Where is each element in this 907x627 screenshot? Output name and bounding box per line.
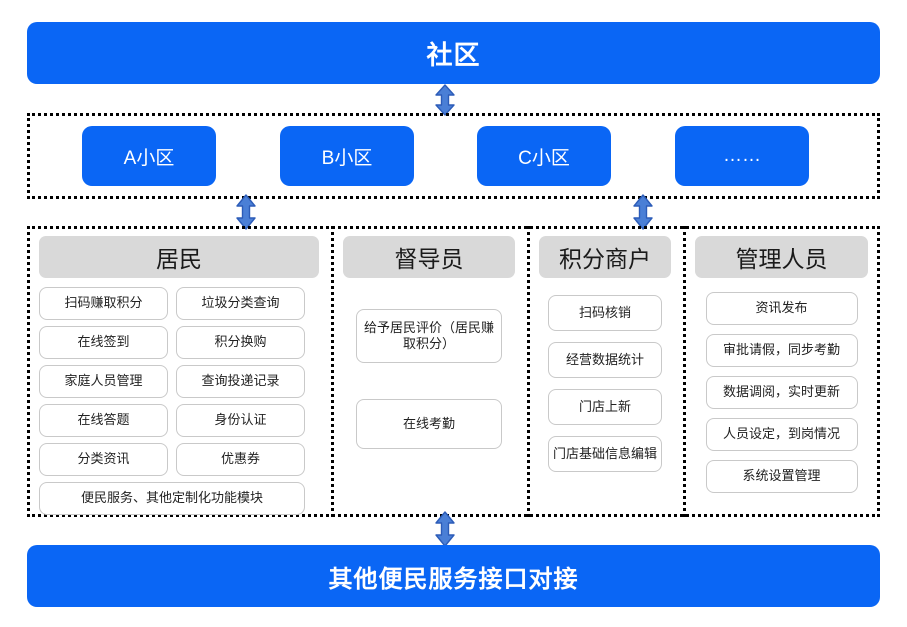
column-divider-3 bbox=[683, 226, 686, 517]
role-column-residents: 居民 扫码赚取积分 垃圾分类查询 在线签到 积分换购 家庭人员管理 查询投递记录… bbox=[27, 226, 331, 517]
role-item-label: 门店上新 bbox=[578, 398, 631, 414]
community-title-bar: 社区 bbox=[27, 22, 880, 84]
role-items-admin: 资讯发布 审批请假，同步考勤 数据调阅，实时更新 人员设定，到岗情况 系统设置管… bbox=[695, 287, 868, 502]
role-item-label: 给予居民评价（居民赚取积分） bbox=[363, 319, 494, 351]
role-item[interactable]: 扫码核销 bbox=[548, 295, 662, 331]
estate-chip-b[interactable]: B小区 bbox=[280, 126, 414, 186]
community-title-label: 社区 bbox=[426, 39, 481, 70]
role-item[interactable]: 数据调阅，实时更新 bbox=[705, 376, 858, 409]
role-item[interactable]: 系统设置管理 bbox=[705, 460, 858, 493]
role-item-label: 门店基础信息编辑 bbox=[553, 445, 658, 461]
role-item-label: 在线签到 bbox=[77, 334, 130, 350]
role-item[interactable]: 门店上新 bbox=[548, 389, 662, 425]
estate-chip-b-label: B小区 bbox=[321, 147, 373, 169]
role-item-label: 在线答题 bbox=[77, 412, 130, 428]
role-item-label: 查询投递记录 bbox=[201, 373, 280, 389]
role-column-admin: 管理人员 资讯发布 审批请假，同步考勤 数据调阅，实时更新 人员设定，到岗情况 … bbox=[683, 226, 880, 517]
roles-container bbox=[27, 226, 880, 517]
role-header-merchant: 积分商户 bbox=[539, 236, 671, 278]
role-item-label: 系统设置管理 bbox=[742, 468, 821, 484]
role-item-label: 数据调阅，实时更新 bbox=[722, 384, 840, 400]
role-item[interactable]: 家庭人员管理 bbox=[39, 365, 168, 398]
estate-chip-more-label: …… bbox=[723, 145, 761, 166]
services-title-bar: 其他便民服务接口对接 bbox=[27, 545, 880, 607]
role-item[interactable]: 门店基础信息编辑 bbox=[548, 436, 662, 472]
role-column-supervisor: 督导员 给予居民评价（居民赚取积分） 在线考勤 bbox=[331, 226, 527, 517]
role-item-label: 身份认证 bbox=[214, 412, 267, 428]
estate-chip-a-label: A小区 bbox=[123, 147, 175, 169]
role-item[interactable]: 身份认证 bbox=[176, 404, 305, 437]
role-item-label: 扫码赚取积分 bbox=[64, 295, 143, 311]
role-item[interactable]: 查询投递记录 bbox=[176, 365, 305, 398]
role-header-supervisor: 督导员 bbox=[343, 236, 515, 278]
role-item-label: 审批请假，同步考勤 bbox=[722, 342, 840, 358]
role-header-admin-label: 管理人员 bbox=[735, 246, 828, 272]
role-item[interactable]: 在线考勤 bbox=[356, 399, 502, 449]
services-title-label: 其他便民服务接口对接 bbox=[328, 565, 579, 593]
role-item[interactable]: 优惠券 bbox=[176, 443, 305, 476]
role-item-label: 扫码核销 bbox=[578, 304, 631, 320]
role-header-supervisor-label: 督导员 bbox=[394, 246, 464, 272]
estate-chip-a[interactable]: A小区 bbox=[82, 126, 216, 186]
role-item[interactable]: 资讯发布 bbox=[705, 292, 858, 325]
column-divider-1 bbox=[331, 226, 334, 517]
role-item-label: 经营数据统计 bbox=[565, 351, 644, 367]
role-item[interactable]: 人员设定，到岗情况 bbox=[705, 418, 858, 451]
role-item[interactable]: 给予居民评价（居民赚取积分） bbox=[356, 309, 502, 363]
role-item-label: 在线考勤 bbox=[402, 415, 455, 431]
role-item-label: 便民服务、其他定制化功能模块 bbox=[80, 490, 263, 506]
role-header-residents: 居民 bbox=[39, 236, 319, 278]
connector-estates-to-merchant-icon bbox=[632, 194, 654, 230]
role-item[interactable]: 垃圾分类查询 bbox=[176, 287, 305, 320]
role-item[interactable]: 扫码赚取积分 bbox=[39, 287, 168, 320]
role-item-label: 资讯发布 bbox=[755, 300, 808, 316]
role-items-supervisor: 给予居民评价（居民赚取积分） 在线考勤 bbox=[343, 287, 515, 449]
role-item[interactable]: 便民服务、其他定制化功能模块 bbox=[39, 482, 305, 515]
role-item-label: 人员设定，到岗情况 bbox=[722, 426, 840, 442]
role-item[interactable]: 经营数据统计 bbox=[548, 342, 662, 378]
estate-chip-c-label: C小区 bbox=[518, 147, 570, 169]
role-item[interactable]: 积分换购 bbox=[176, 326, 305, 359]
role-header-admin: 管理人员 bbox=[695, 236, 868, 278]
role-header-residents-label: 居民 bbox=[156, 246, 202, 272]
role-item[interactable]: 分类资讯 bbox=[39, 443, 168, 476]
role-item[interactable]: 在线签到 bbox=[39, 326, 168, 359]
connector-community-to-estates-icon bbox=[434, 84, 456, 116]
role-item-label: 家庭人员管理 bbox=[64, 373, 143, 389]
role-items-merchant: 扫码核销 经营数据统计 门店上新 门店基础信息编辑 bbox=[539, 287, 671, 483]
estate-chip-more[interactable]: …… bbox=[675, 126, 809, 186]
connector-roles-to-services-icon bbox=[434, 511, 456, 547]
role-header-merchant-label: 积分商户 bbox=[559, 246, 651, 272]
estates-container bbox=[27, 113, 880, 199]
connector-estates-to-residents-icon bbox=[235, 194, 257, 230]
role-column-merchant: 积分商户 扫码核销 经营数据统计 门店上新 门店基础信息编辑 bbox=[527, 226, 683, 517]
column-divider-2 bbox=[527, 226, 530, 517]
role-item-label: 垃圾分类查询 bbox=[201, 295, 280, 311]
estate-chip-c[interactable]: C小区 bbox=[477, 126, 611, 186]
role-item[interactable]: 审批请假，同步考勤 bbox=[705, 334, 858, 367]
role-item-label: 积分换购 bbox=[214, 334, 267, 350]
role-item-label: 优惠券 bbox=[220, 451, 260, 467]
role-item-label: 分类资讯 bbox=[77, 451, 130, 467]
role-items-residents: 扫码赚取积分 垃圾分类查询 在线签到 积分换购 家庭人员管理 查询投递记录 在线… bbox=[39, 287, 319, 515]
role-item[interactable]: 在线答题 bbox=[39, 404, 168, 437]
